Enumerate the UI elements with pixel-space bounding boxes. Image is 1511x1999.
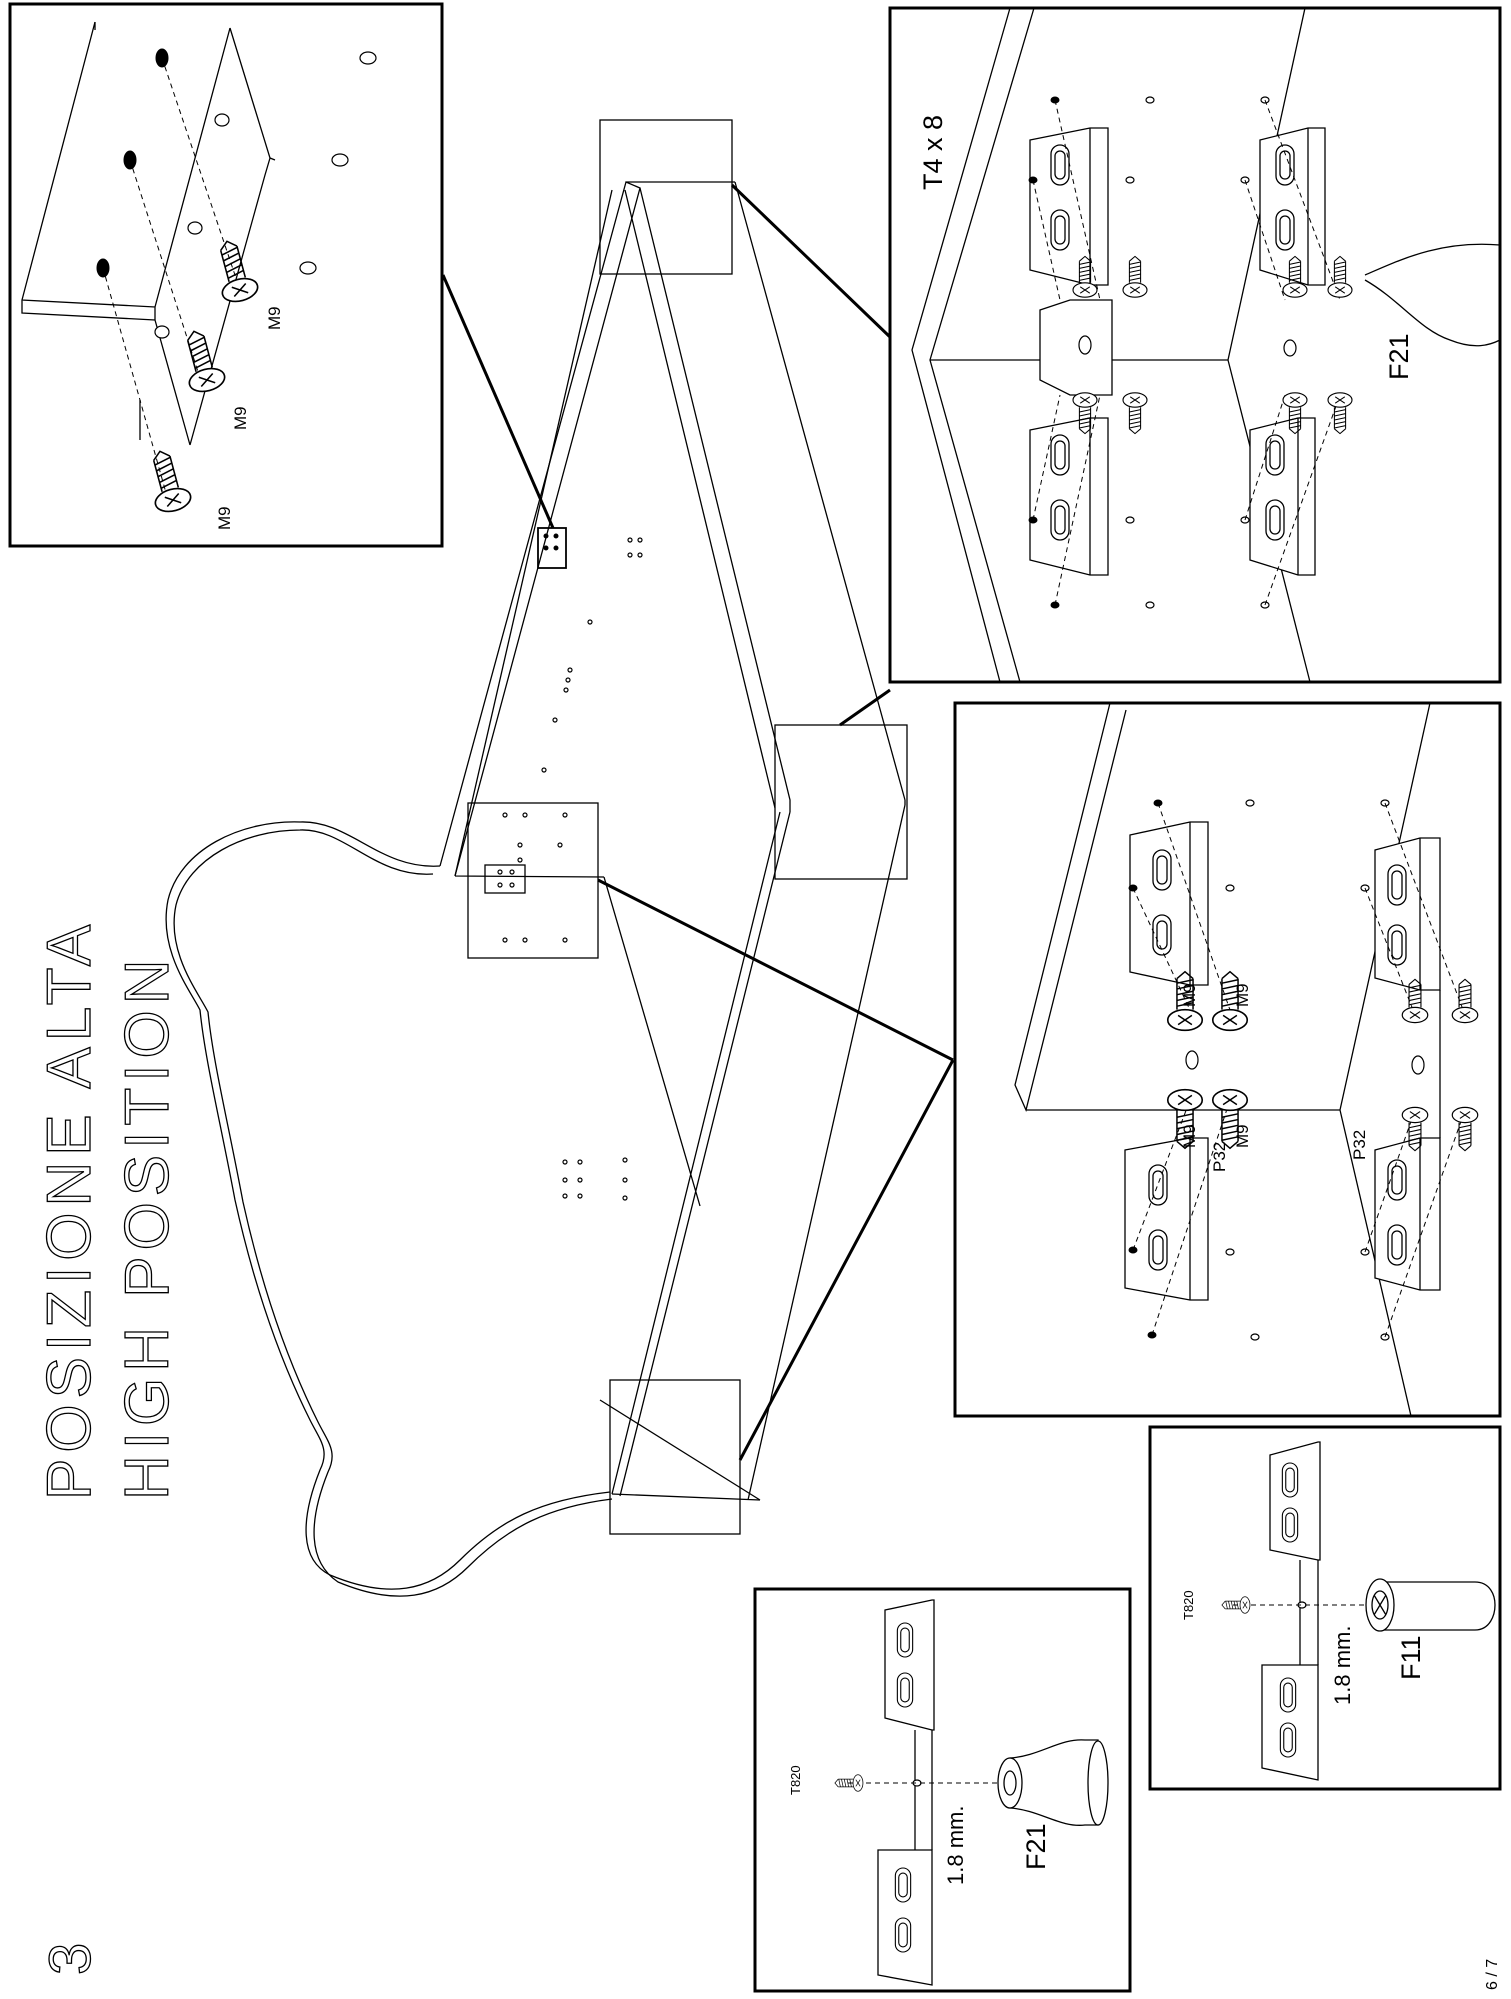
detail-middle-right: M9 M9 M9 M9 P32 P32 xyxy=(953,701,1502,1418)
detail-middle-right-frame xyxy=(953,701,1502,1418)
label-m9-3: M9 xyxy=(215,506,234,530)
label-m9-a: M9 xyxy=(1180,983,1199,1007)
detail-f21: T820 1.8 mm. F21 xyxy=(753,1587,1132,1993)
label-t820-f11: T820 xyxy=(1181,1590,1196,1620)
label-m9-2: M9 xyxy=(231,406,250,430)
quantity-t4x8: T4 x 8 xyxy=(918,115,948,190)
tabletop-outline xyxy=(165,821,611,1590)
label-gap-f11: 1.8 mm. xyxy=(1330,1626,1355,1705)
detail-top-left: M9 M9 M9 xyxy=(8,2,444,548)
label-f21-top: F21 xyxy=(1384,333,1414,380)
callout-box-top xyxy=(599,119,733,275)
frame-left-rail xyxy=(439,181,735,878)
title-english: HIGH POSITION xyxy=(113,954,182,1500)
callout-box-right xyxy=(774,724,908,880)
label-m9-d: M9 xyxy=(1233,1124,1252,1148)
detail-top-right-frame xyxy=(888,6,1502,684)
detail-f21-frame xyxy=(753,1587,1132,1993)
label-m9-c: M9 xyxy=(1180,1124,1199,1148)
callout-box-small xyxy=(537,527,567,569)
detail-f11: T820 1.8 mm. F11 xyxy=(1148,1425,1502,1791)
detail-top-right: T4 x 8 F21 xyxy=(888,6,1502,684)
label-gap-f21: 1.8 mm. xyxy=(943,1806,968,1885)
tabletop-assembly xyxy=(165,119,955,1597)
label-p32-a: P32 xyxy=(1210,1142,1229,1172)
label-p32-b: P32 xyxy=(1350,1130,1369,1160)
label-f21-bottom: F21 xyxy=(1021,1823,1051,1870)
title-italian: POSIZIONE ALTA xyxy=(35,919,104,1500)
frame-right-rail xyxy=(734,181,906,805)
label-m9-b: M9 xyxy=(1233,983,1252,1007)
step-number: 3 xyxy=(38,1937,103,1975)
page-indicator: 6 / 7 xyxy=(1484,1959,1501,1990)
detail-f11-frame xyxy=(1148,1425,1502,1791)
label-t820-f21: T820 xyxy=(788,1765,803,1795)
label-m9-1: M9 xyxy=(265,306,284,330)
detail-top-left-frame xyxy=(8,2,444,548)
callout-box-center xyxy=(467,802,599,959)
hole-pattern-left xyxy=(541,537,643,1201)
label-f11: F11 xyxy=(1396,1635,1426,1680)
